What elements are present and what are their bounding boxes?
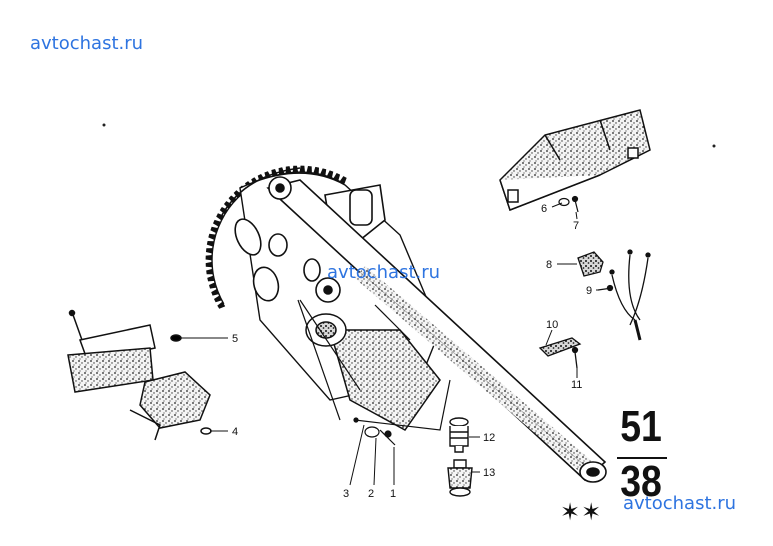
rubber-bushing: [447, 459, 473, 497]
callout-1: 1: [390, 488, 396, 500]
lift-arm: [266, 176, 607, 483]
wiring-harness: [609, 249, 651, 341]
leader-lines: [181, 202, 599, 486]
callout-5: 5: [232, 333, 238, 345]
group-number-top: 51: [620, 402, 662, 451]
callout-10: 10: [546, 319, 558, 331]
callout-12: 12: [483, 432, 495, 444]
callout-6: 6: [541, 203, 547, 215]
bracket-bolt: [558, 195, 579, 213]
watermark-bottom: avtochast.ru: [623, 493, 737, 514]
callout-7: 7: [573, 220, 579, 232]
callout-13: 13: [483, 467, 495, 479]
wiring-connector: [577, 251, 604, 277]
harness-screw: [597, 284, 614, 292]
callout-11: 11: [571, 379, 582, 391]
fastener-stack: [353, 417, 396, 446]
spring-bushing: [449, 417, 469, 453]
door-bracket: [499, 109, 651, 211]
cable-clip: [538, 337, 582, 369]
gear-sector-arc: [211, 171, 345, 305]
watermark-middle: avtochast.ru: [327, 262, 441, 283]
callout-2: 2: [368, 488, 374, 500]
group-number-bottom: 38: [620, 457, 662, 506]
callout-9: 9: [586, 285, 592, 297]
group-number-divider: [617, 457, 667, 459]
registration-dots: [102, 123, 716, 148]
callout-4: 4: [232, 426, 238, 438]
watermark-top: avtochast.ru: [30, 33, 144, 54]
callout-3: 3: [343, 488, 349, 500]
regulator-motor: [297, 299, 451, 431]
callout-numbers: 1 2 3 4 5 6 7 8 9 10 11 12 13: [232, 203, 592, 500]
stars-mark: ✶✶: [560, 498, 603, 526]
relay: [129, 371, 212, 441]
callout-8: 8: [546, 259, 552, 271]
